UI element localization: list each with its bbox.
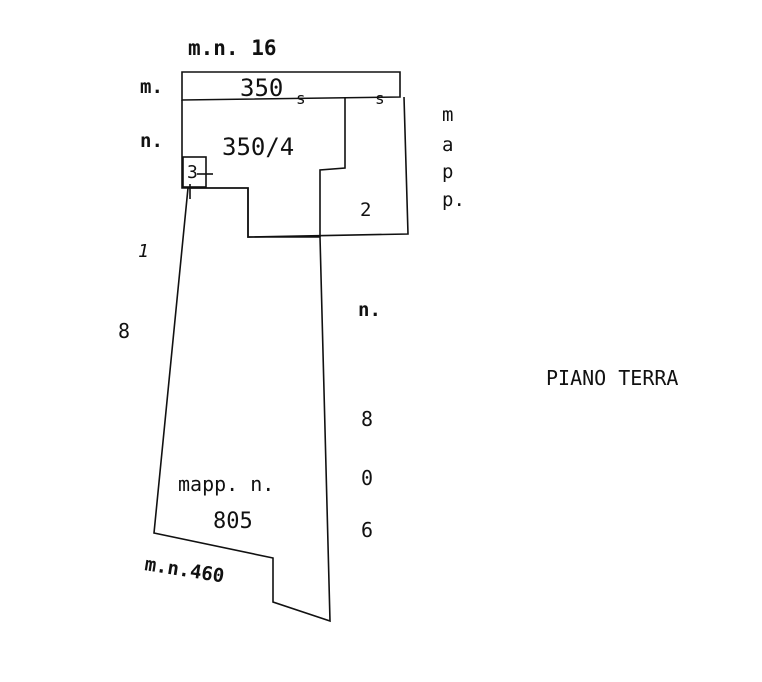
- middle-vertical-char: 0: [361, 466, 373, 490]
- room-2-label: 2: [360, 199, 371, 221]
- left-vertical-text: 1 8: [118, 241, 149, 343]
- right-vertical-char: m: [442, 104, 453, 126]
- parcel-350-label: 350: [240, 74, 283, 102]
- room-divider: [319, 97, 346, 237]
- middle-vertical-char: 8: [361, 407, 373, 431]
- small-room-3-label: 3: [187, 162, 198, 183]
- plan-title: PIANO TERRA: [546, 366, 678, 390]
- middle-vertical-char: n.: [358, 299, 381, 321]
- parcel-350-4-label: 350/4: [222, 133, 294, 161]
- right-vertical-char: p.: [442, 189, 465, 211]
- bottom-neighbor-label: m.n.460: [143, 553, 226, 587]
- parcel-805-label-line2: 805: [213, 509, 253, 534]
- left-vertical-char: 1: [138, 241, 149, 262]
- plan-outlines: [153, 71, 409, 623]
- parcel-350-strip: [181, 71, 401, 101]
- parcel-805-label-line1: mapp. n.: [178, 472, 274, 496]
- small-room-3-box: [182, 156, 207, 188]
- mark-s-1: s: [296, 89, 306, 108]
- left-vertical-char: 8: [118, 319, 130, 343]
- top-m-label: m.: [140, 76, 163, 98]
- middle-vertical-char: 6: [361, 518, 373, 542]
- top-n-label: n.: [140, 130, 163, 152]
- right-vertical-char: a: [442, 134, 453, 156]
- parcel-805-outline: [153, 187, 331, 623]
- mark-s-2: s: [375, 89, 385, 108]
- top-neighbor-label: m.n. 16: [188, 36, 277, 60]
- parcel-350-4-outline: [181, 96, 409, 238]
- right-vertical-text: m a p p.: [442, 104, 465, 211]
- right-vertical-char: p: [442, 161, 453, 183]
- middle-vertical-text: n. 8 0 6: [358, 299, 381, 542]
